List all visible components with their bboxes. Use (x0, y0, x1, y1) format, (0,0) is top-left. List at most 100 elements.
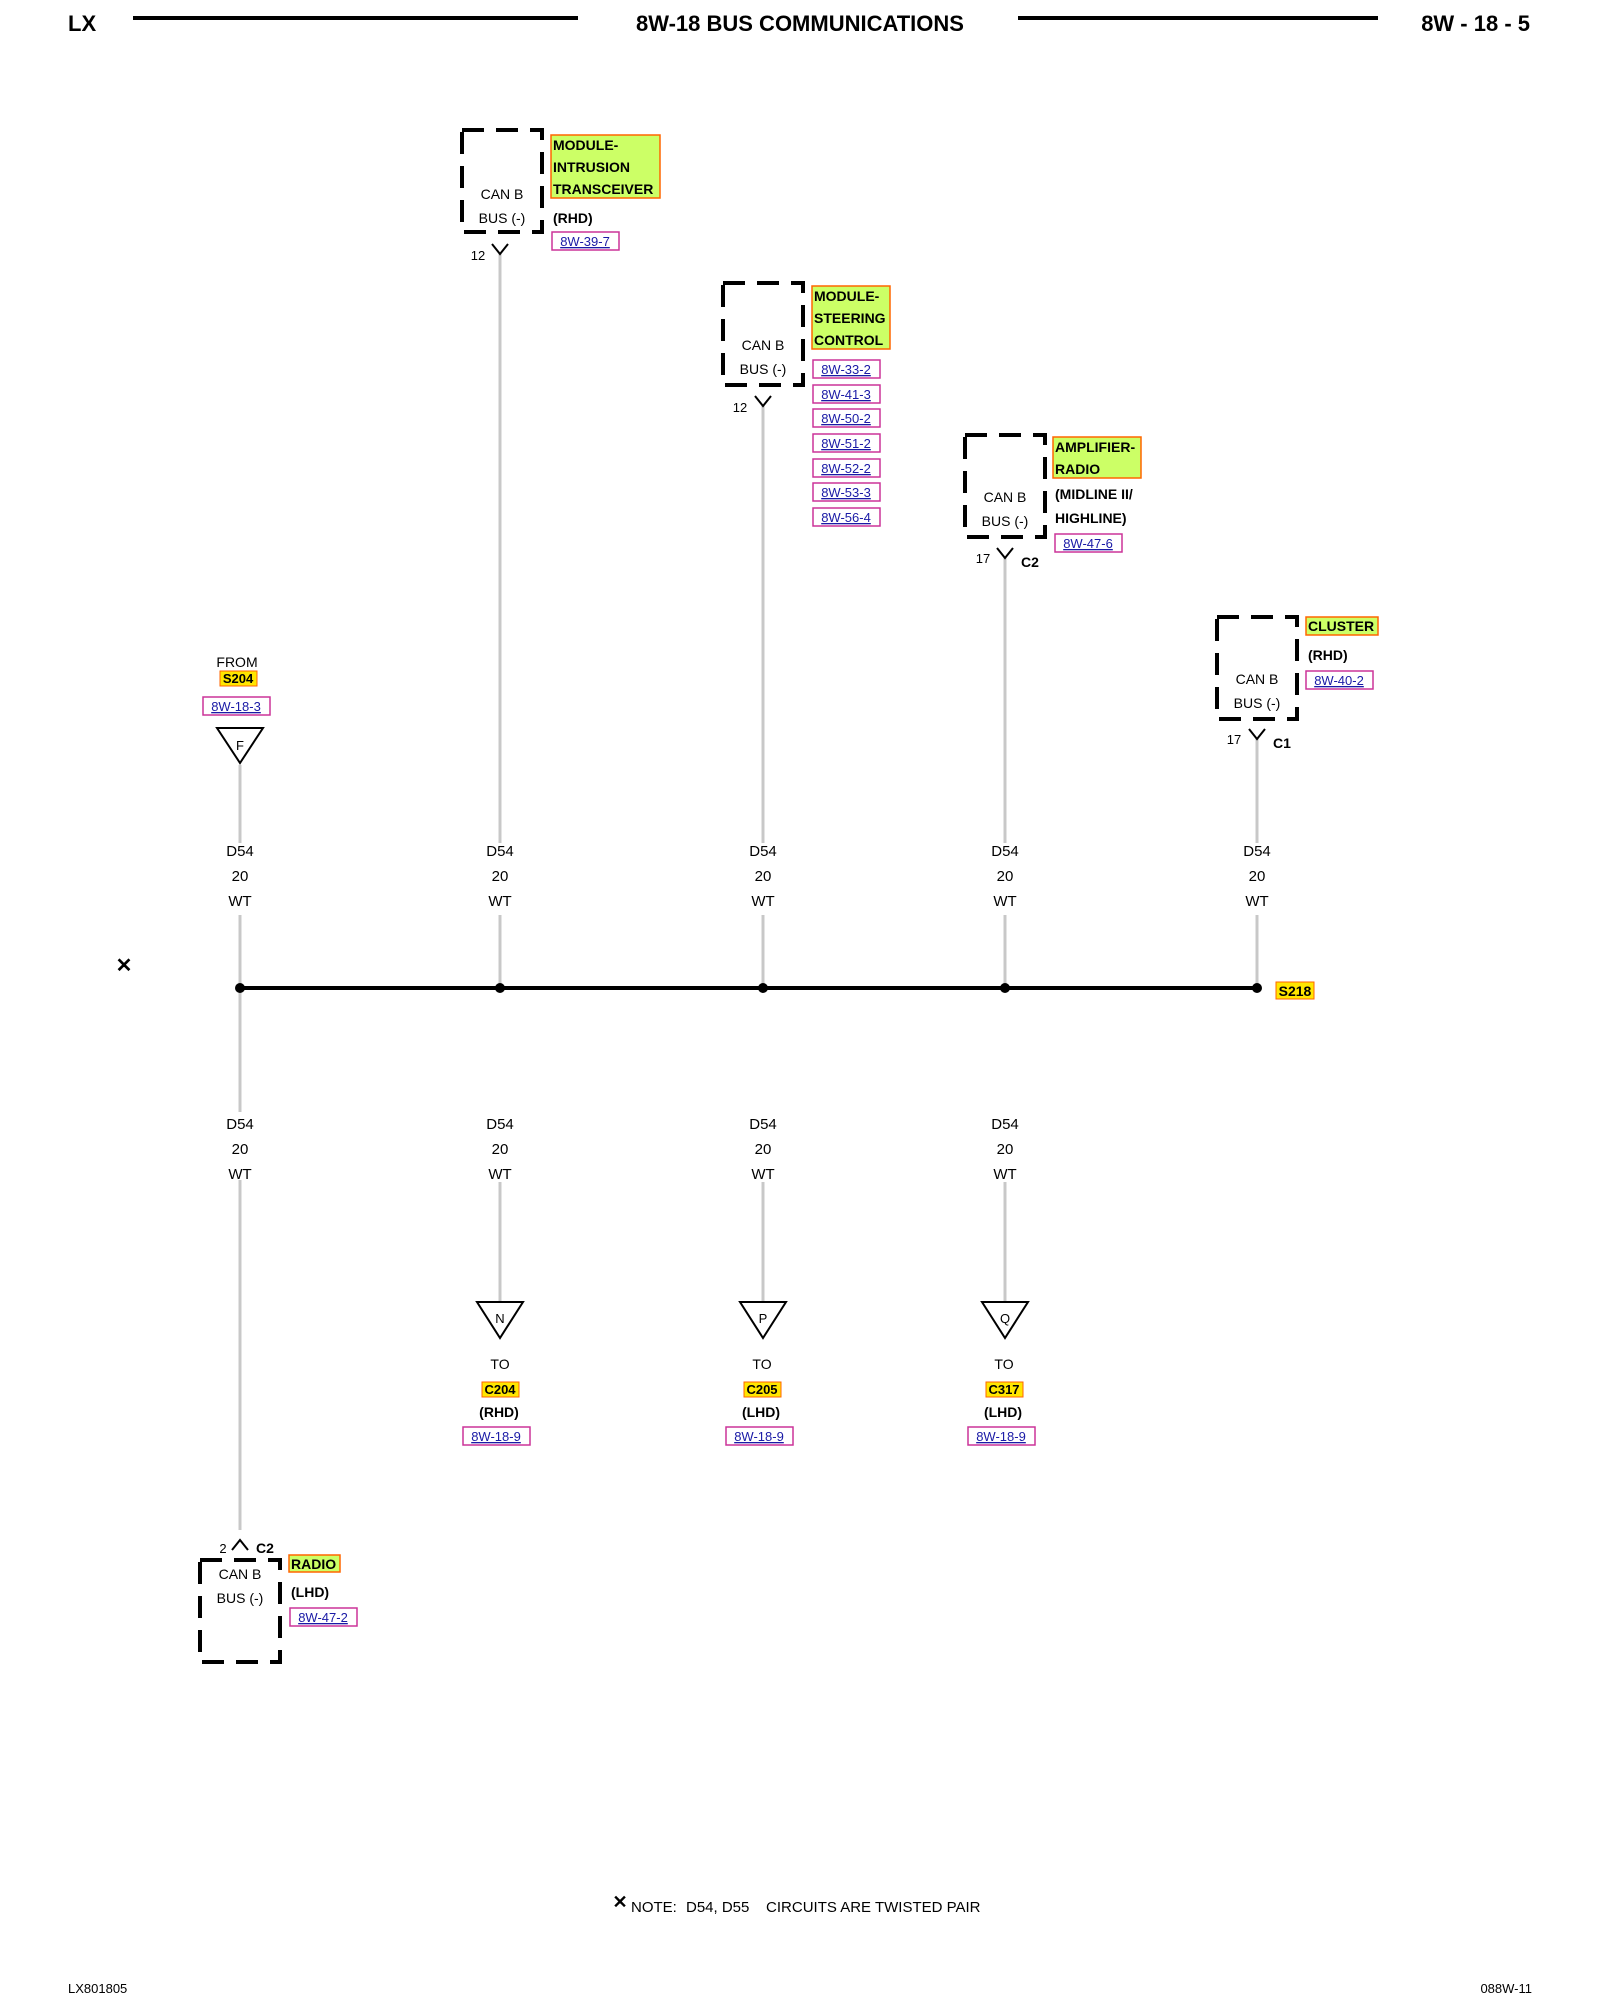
wire-circuit: D54 (226, 843, 254, 860)
ref-box (202, 696, 271, 716)
splice-node (1252, 983, 1262, 993)
ref-link[interactable]: 8W-41-3 (821, 387, 871, 402)
module-name-line1: MODULE- (553, 137, 619, 153)
wire-label: D54 20 WT (749, 843, 777, 910)
wire-color: WT (1245, 893, 1268, 910)
from-label: FROM (216, 654, 257, 670)
module-box-line2: BUS (-) (1234, 695, 1281, 711)
ref-link[interactable]: 8W-53-3 (821, 485, 871, 500)
from-connector-s204[interactable]: FROM S204 8W-18-3 F (202, 654, 271, 765)
ref-link[interactable]: 8W-56-4 (821, 510, 871, 525)
footer-right: 088W-11 (1480, 1981, 1532, 1996)
pin-number: 2 (219, 1541, 226, 1556)
module-name-line2: STEERING (814, 310, 886, 326)
connector-qualifier: (LHD) (742, 1404, 780, 1420)
ref-link[interactable]: 8W-18-3 (211, 699, 261, 714)
module-cluster[interactable]: CAN B BUS (-) CLUSTER (RHD) 8W-40-2 17 C… (1215, 615, 1379, 751)
module-name-line1: MODULE- (814, 288, 880, 304)
ref-link[interactable]: 8W-40-2 (1314, 673, 1364, 688)
splice-id-highlight (219, 670, 258, 687)
ref-link[interactable]: 8W-18-9 (976, 1429, 1026, 1444)
wire-label: D54 20 WT (1243, 843, 1271, 910)
connector-triangle-icon (738, 1301, 788, 1340)
wire-color: WT (228, 893, 251, 910)
to-connector-c317[interactable]: Q TO C317 (LHD) 8W-18-9 (967, 1301, 1036, 1446)
ref-box (812, 507, 881, 527)
pin-terminal-icon (231, 1538, 249, 1551)
module-name-highlight (1052, 436, 1142, 479)
module-radio[interactable]: 2 C2 CAN B BUS (-) RADIO (LHD) 8W-47-2 (198, 1538, 358, 1664)
ref-link[interactable]: 8W-39-7 (560, 234, 610, 249)
module-box-line1: CAN B (1236, 671, 1279, 687)
module-name-line2: RADIO (1055, 461, 1100, 477)
footer-left: LX801805 (68, 1981, 127, 1996)
module-box-line2: BUS (-) (982, 513, 1029, 529)
module-name-highlight (288, 1554, 341, 1573)
ref-link[interactable]: 8W-47-2 (298, 1610, 348, 1625)
module-box-line1: CAN B (219, 1566, 262, 1582)
pin-terminal-icon (1248, 728, 1266, 741)
ref-box (812, 458, 881, 478)
module-qualifier: (LHD) (291, 1584, 329, 1600)
ref-link[interactable]: 8W-18-9 (734, 1429, 784, 1444)
wire-labels-upper: D54 20 WT D54 20 WT D54 20 WT D54 20 WT … (226, 843, 1271, 910)
to-label: TO (752, 1356, 771, 1372)
splice-id-highlight (1275, 981, 1315, 1000)
wire-color: WT (488, 893, 511, 910)
wire-label: D54 20 WT (226, 1116, 254, 1183)
wire-gauge: 20 (755, 1141, 772, 1158)
to-connector-c205[interactable]: P TO C205 (LHD) 8W-18-9 (725, 1301, 794, 1446)
connector-id: C1 (1273, 735, 1291, 751)
ref-box (812, 433, 881, 453)
ref-box (289, 1607, 358, 1627)
module-intrusion-transceiver[interactable]: CAN B BUS (-) MODULE- INTRUSION TRANSCEI… (460, 128, 661, 263)
module-name-highlight (550, 134, 661, 199)
module-name-line3: CONTROL (814, 332, 884, 348)
pin-number: 12 (733, 400, 747, 415)
pin-terminal-icon (754, 395, 772, 408)
module-box (460, 128, 544, 234)
module-name-highlight (811, 285, 891, 350)
ref-box (462, 1426, 531, 1446)
connector-id: C205 (746, 1382, 777, 1397)
module-name-highlight (1305, 616, 1379, 636)
page-header: LX 8W-18 BUS COMMUNICATIONS 8W - 18 - 5 (68, 11, 1530, 36)
connector-triangle-icon (215, 727, 265, 765)
ref-box (725, 1426, 794, 1446)
module-amplifier-radio[interactable]: CAN B BUS (-) AMPLIFIER- RADIO (MIDLINE … (963, 433, 1142, 570)
to-connector-c204[interactable]: N TO C204 (RHD) 8W-18-9 (462, 1301, 531, 1446)
note-text: D54, D55 CIRCUITS ARE TWISTED PAIR (686, 1899, 981, 1916)
ref-box (1305, 670, 1374, 690)
module-steering-control[interactable]: CAN B BUS (-) MODULE- STEERING CONTROL 8… (721, 281, 891, 527)
wire-gauge: 20 (232, 868, 249, 885)
module-qualifier-line1: (MIDLINE II/ (1055, 486, 1133, 502)
wire-gauge: 20 (232, 1141, 249, 1158)
connector-letter: N (495, 1311, 504, 1326)
header-title: 8W-18 BUS COMMUNICATIONS (636, 11, 964, 36)
module-box-line1: CAN B (481, 186, 524, 202)
splice-bus: S218 ✕ (116, 955, 1315, 1000)
wire-circuit: D54 (486, 1116, 514, 1133)
wire-circuit: D54 (749, 843, 777, 860)
wire-label: D54 20 WT (486, 843, 514, 910)
ref-box (551, 231, 620, 251)
ref-link[interactable]: 8W-33-2 (821, 362, 871, 377)
ref-link[interactable]: 8W-51-2 (821, 436, 871, 451)
module-box-line2: BUS (-) (740, 361, 787, 377)
ref-link[interactable]: 8W-50-2 (821, 411, 871, 426)
splice-node (235, 983, 245, 993)
ref-link[interactable]: 8W-18-9 (471, 1429, 521, 1444)
ref-link[interactable]: 8W-47-6 (1063, 536, 1113, 551)
from-splice-id: S204 (223, 671, 254, 686)
wire-circuit: D54 (991, 843, 1019, 860)
twisted-pair-symbol: ✕ (116, 955, 133, 977)
splice-id: S218 (1279, 983, 1312, 999)
ref-link[interactable]: 8W-52-2 (821, 461, 871, 476)
module-name-line2: INTRUSION (553, 159, 630, 175)
ref-box (812, 384, 881, 404)
wire-circuit: D54 (749, 1116, 777, 1133)
header-page-number: 8W - 18 - 5 (1421, 11, 1530, 36)
header-left: LX (68, 11, 96, 36)
wire-color: WT (751, 893, 774, 910)
